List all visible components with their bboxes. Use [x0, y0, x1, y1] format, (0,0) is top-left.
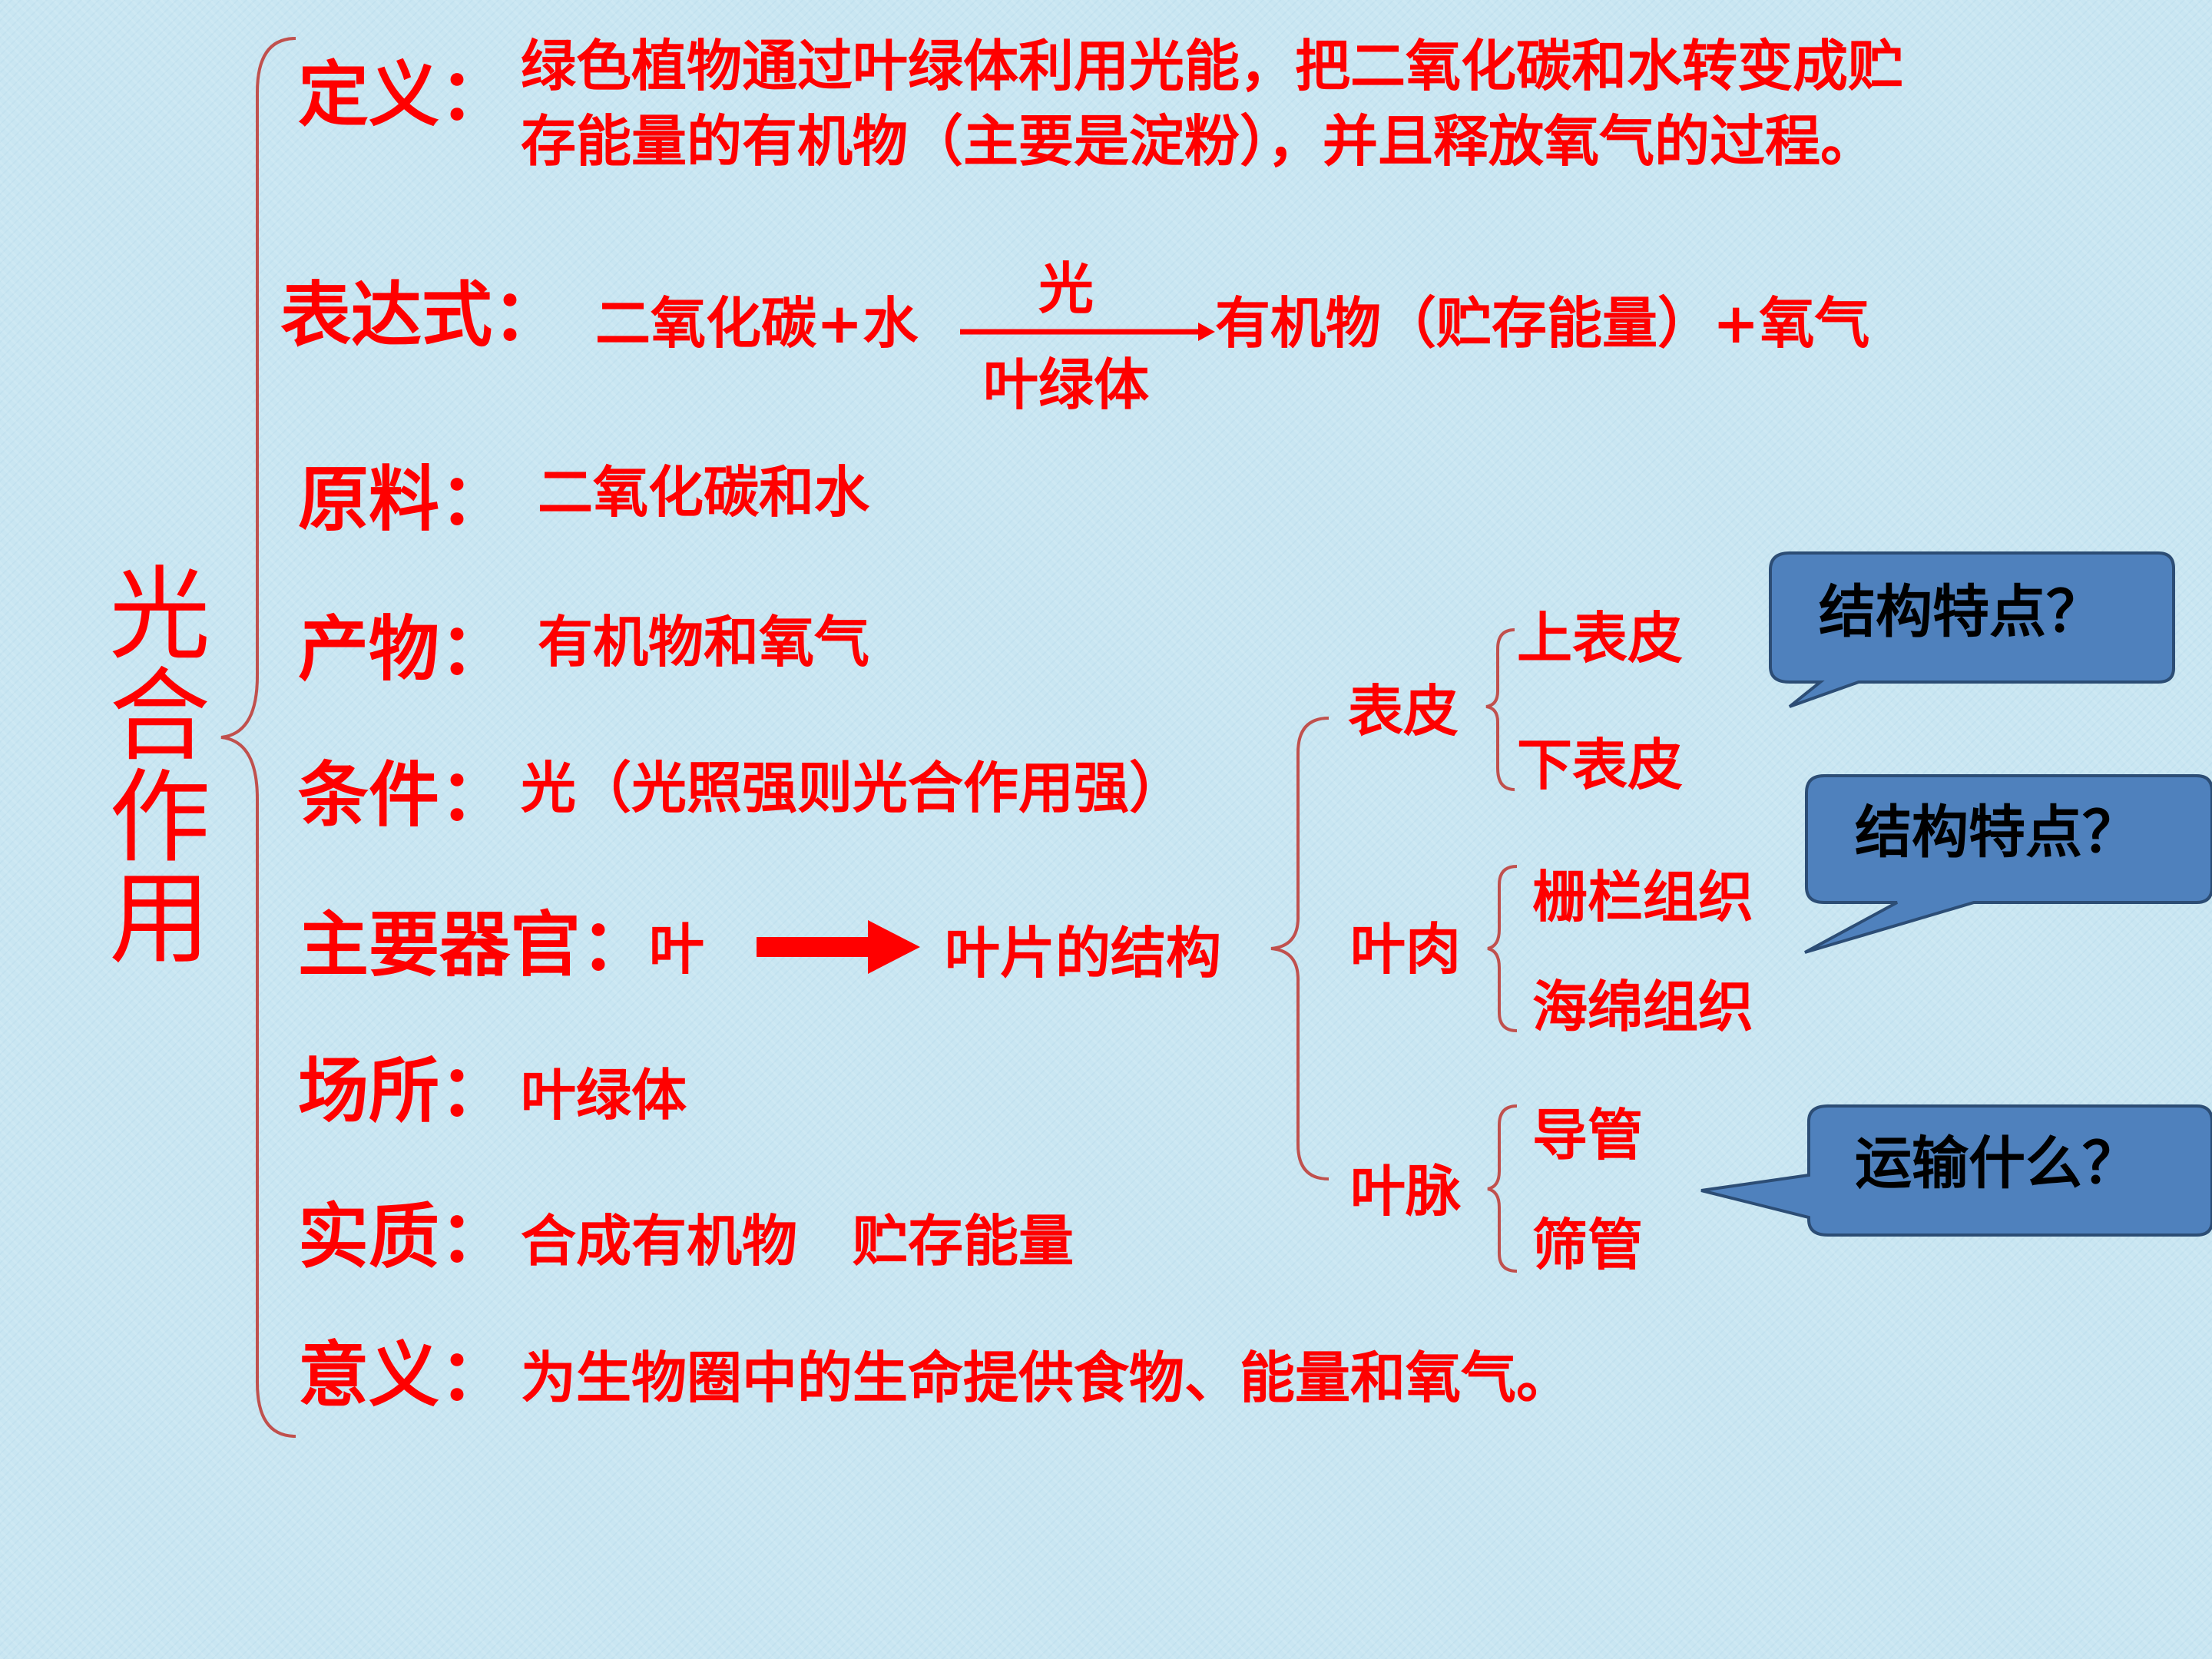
- organ-arrow-head: [868, 920, 920, 974]
- vein-brace: [1487, 1104, 1518, 1273]
- organ-value: 叶: [649, 917, 705, 982]
- mesophyll-label: 叶肉: [1350, 917, 1462, 982]
- condition-value: 光（光照强则光合作用强）: [521, 756, 1185, 820]
- epidermis-label: 表皮: [1348, 679, 1459, 743]
- meaning-label: 意义：: [298, 1334, 511, 1416]
- essence-value: 合成有机物 贮存能量: [521, 1209, 1075, 1273]
- epidermis-lower: 下表皮: [1517, 733, 1684, 797]
- product-value: 有机物和氧气: [538, 610, 870, 674]
- epidermis-upper: 上表皮: [1517, 606, 1684, 671]
- bubble-3: [1700, 1104, 2212, 1237]
- expression-arrow-head: [1198, 323, 1215, 341]
- leaf-brace: [1270, 717, 1330, 1181]
- condition-label: 条件：: [298, 754, 511, 836]
- bubble-1: [1769, 551, 2175, 708]
- organ-arrow-shaft: [757, 937, 872, 957]
- site-value: 叶绿体: [521, 1063, 687, 1128]
- expression-label: 表达式：: [280, 274, 564, 356]
- expression-under: 叶绿体: [983, 353, 1150, 417]
- mesophyll-spongy: 海绵组织: [1532, 975, 1754, 1039]
- main-brace: [220, 37, 296, 1438]
- diagram-title: 光合作用: [109, 556, 210, 979]
- bubble-2: [1804, 774, 2212, 954]
- expression-left: 二氧化碳+水: [595, 291, 919, 356]
- expression-right: 有机物（贮存能量）+氧气: [1215, 291, 1870, 356]
- bubble-3-text: 运输什么？: [1855, 1131, 2139, 1197]
- leaf-structure-label: 叶片的结构: [945, 921, 1222, 985]
- vein-label: 叶脉: [1350, 1159, 1462, 1224]
- mesophyll-palisade: 栅栏组织: [1532, 865, 1754, 929]
- essence-label: 实质：: [298, 1196, 511, 1278]
- organ-label: 主要器官：: [298, 904, 652, 986]
- definition-line-2: 存能量的有机物（主要是淀粉），并且释放氧气的过程。: [521, 109, 1876, 174]
- raw-value: 二氧化碳和水: [538, 460, 870, 525]
- vein-phloem: 筛管: [1532, 1213, 1644, 1277]
- epidermis-brace: [1485, 628, 1515, 791]
- meaning-value: 为生物圈中的生命提供食物、能量和氧气。: [521, 1346, 1572, 1410]
- product-label: 产物：: [298, 608, 511, 690]
- mesophyll-brace: [1487, 865, 1518, 1032]
- vein-xylem: 导管: [1532, 1103, 1644, 1167]
- site-label: 场所：: [298, 1050, 511, 1132]
- definition-line-1: 绿色植物通过叶绿体利用光能，把二氧化碳和水转变成贮: [521, 34, 1904, 98]
- expression-over: 光: [1038, 257, 1094, 321]
- bubble-1-text: 结构特点？: [1819, 579, 2103, 645]
- definition-label: 定义：: [298, 54, 511, 136]
- bubble-2-text: 结构特点？: [1855, 800, 2139, 866]
- raw-label: 原料：: [298, 459, 511, 541]
